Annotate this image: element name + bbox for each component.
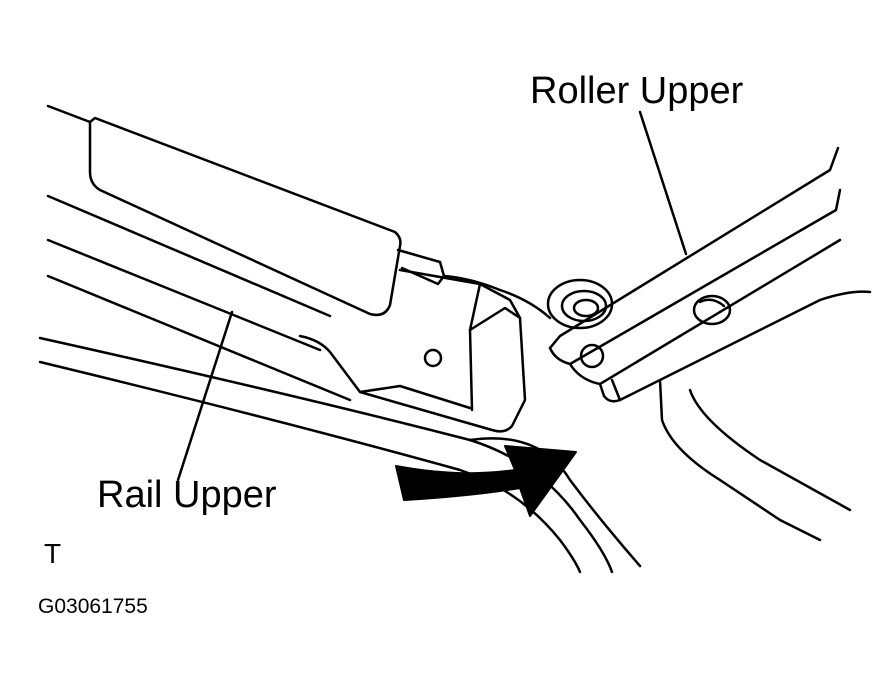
figure-id: G03061755 bbox=[38, 595, 148, 618]
rail-upper-label: Rail Upper bbox=[97, 474, 277, 516]
roof-body-lines bbox=[38, 336, 852, 574]
code-letter: T bbox=[44, 538, 62, 569]
roller-upper-leader-line bbox=[638, 110, 688, 256]
direction-arrow bbox=[395, 445, 577, 517]
rail-upper-part bbox=[46, 104, 552, 433]
roller-upper-label: Roller Upper bbox=[530, 70, 744, 112]
roller-upper-part bbox=[546, 146, 872, 403]
rail-upper-leader-line bbox=[176, 310, 234, 482]
